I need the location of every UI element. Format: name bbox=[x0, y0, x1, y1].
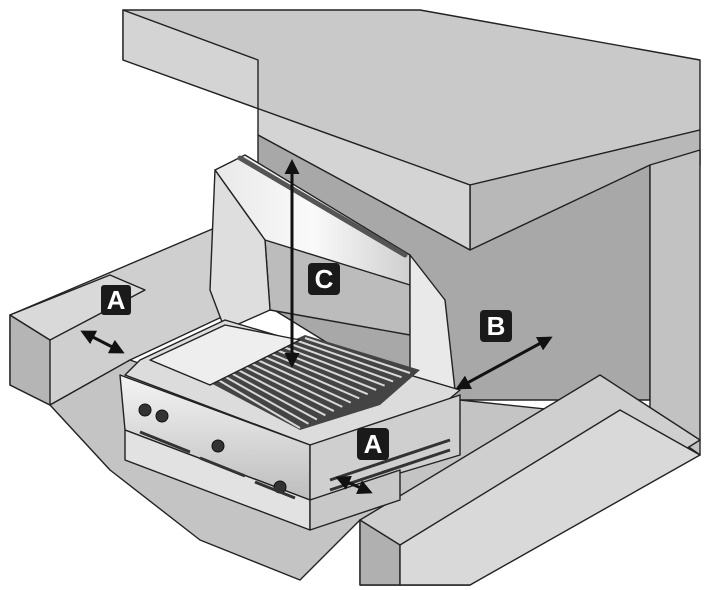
grate-bar bbox=[304, 337, 411, 374]
label-a-right: A bbox=[357, 428, 389, 460]
grate-bar bbox=[283, 346, 385, 387]
clearance-arrow-a-right bbox=[335, 475, 373, 495]
clearance-arrow-a-left bbox=[80, 330, 125, 354]
label-c: C bbox=[308, 263, 340, 295]
griddle-plate bbox=[149, 324, 301, 386]
grate-bar bbox=[256, 358, 352, 404]
label-b-text: B bbox=[487, 311, 506, 341]
grate-bar bbox=[228, 370, 318, 421]
cabinet-handles bbox=[139, 430, 296, 500]
label-a-left-text: A bbox=[107, 285, 126, 315]
clearance-arrow-b bbox=[455, 336, 553, 390]
label-b: B bbox=[480, 310, 512, 342]
grate-bar bbox=[249, 361, 343, 408]
grate-bar bbox=[235, 367, 326, 417]
grate-bar bbox=[290, 343, 394, 383]
grate-bar bbox=[214, 377, 301, 429]
grate-bar bbox=[221, 374, 309, 425]
knob-icon bbox=[155, 409, 169, 423]
label-c-text: C bbox=[315, 264, 334, 294]
recess-right-wall bbox=[649, 149, 701, 456]
label-a-left: A bbox=[101, 285, 131, 315]
counter-right-top-strip bbox=[399, 409, 701, 586]
grate-bar bbox=[242, 364, 335, 412]
knob-icon bbox=[138, 403, 152, 417]
grill-lid-handle bbox=[237, 155, 408, 258]
knob-icon bbox=[211, 439, 225, 453]
grate-bar bbox=[297, 340, 402, 379]
grate-bar bbox=[263, 355, 360, 400]
grill-lid-left-end bbox=[209, 169, 271, 331]
label-a-right-text: A bbox=[364, 429, 383, 459]
